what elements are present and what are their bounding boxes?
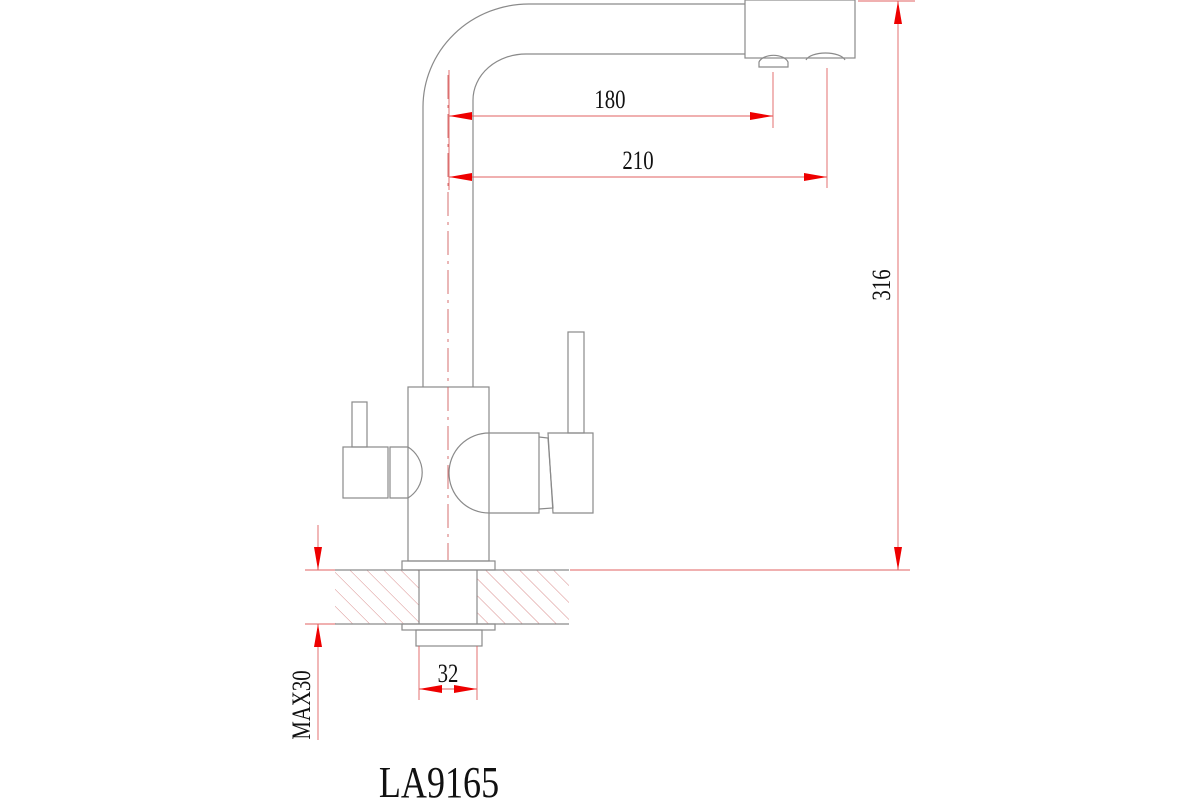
washer (401, 623, 496, 631)
base-flange (401, 560, 496, 571)
model-number: LA9165 (379, 758, 499, 800)
dimension-label: 316 (868, 269, 897, 300)
faucet-body (342, 331, 594, 571)
dimension-32: 32 (418, 646, 478, 700)
dimension-label: MAX30 (288, 670, 317, 739)
aerator-mixer (805, 52, 846, 61)
dimension-max30: MAX30 (288, 525, 335, 740)
spout-head (744, 0, 856, 59)
dimension-316: 316 (570, 0, 915, 571)
countertop-section (335, 569, 569, 647)
filter-water-handle (342, 401, 423, 499)
dimension-180: 180 (448, 70, 774, 190)
dimension-label: 180 (594, 86, 625, 115)
dimension-label: 32 (438, 660, 459, 689)
mounting-nut (415, 629, 483, 647)
spout (422, 0, 856, 387)
mixer-handle (448, 331, 594, 514)
dimension-label: 210 (622, 147, 653, 176)
dimension-210: 210 (449, 68, 828, 188)
aerator-filtered (758, 54, 789, 68)
